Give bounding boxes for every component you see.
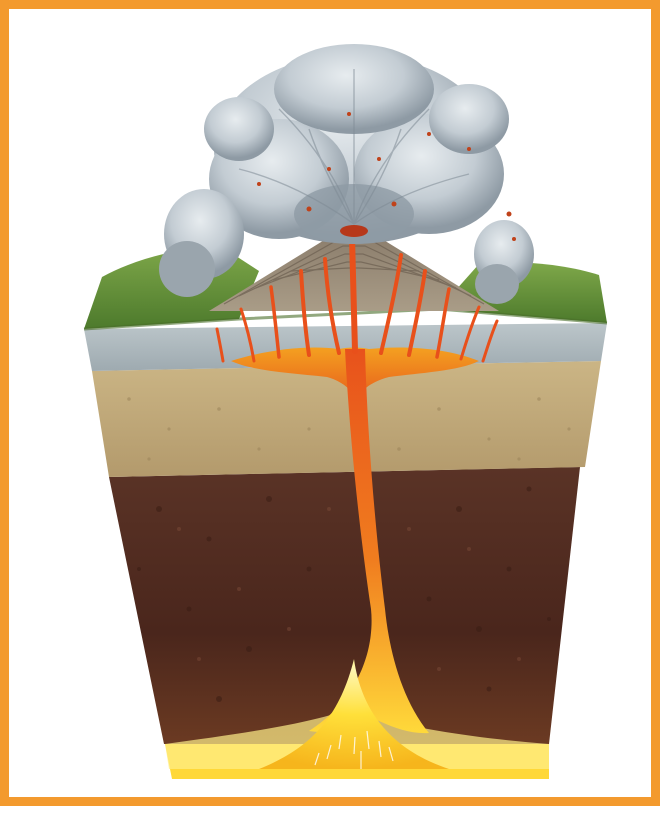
volcano-cross-section-illustration [9, 9, 660, 815]
vent-glow [340, 225, 368, 237]
ash-eruption-cloud [204, 44, 509, 244]
